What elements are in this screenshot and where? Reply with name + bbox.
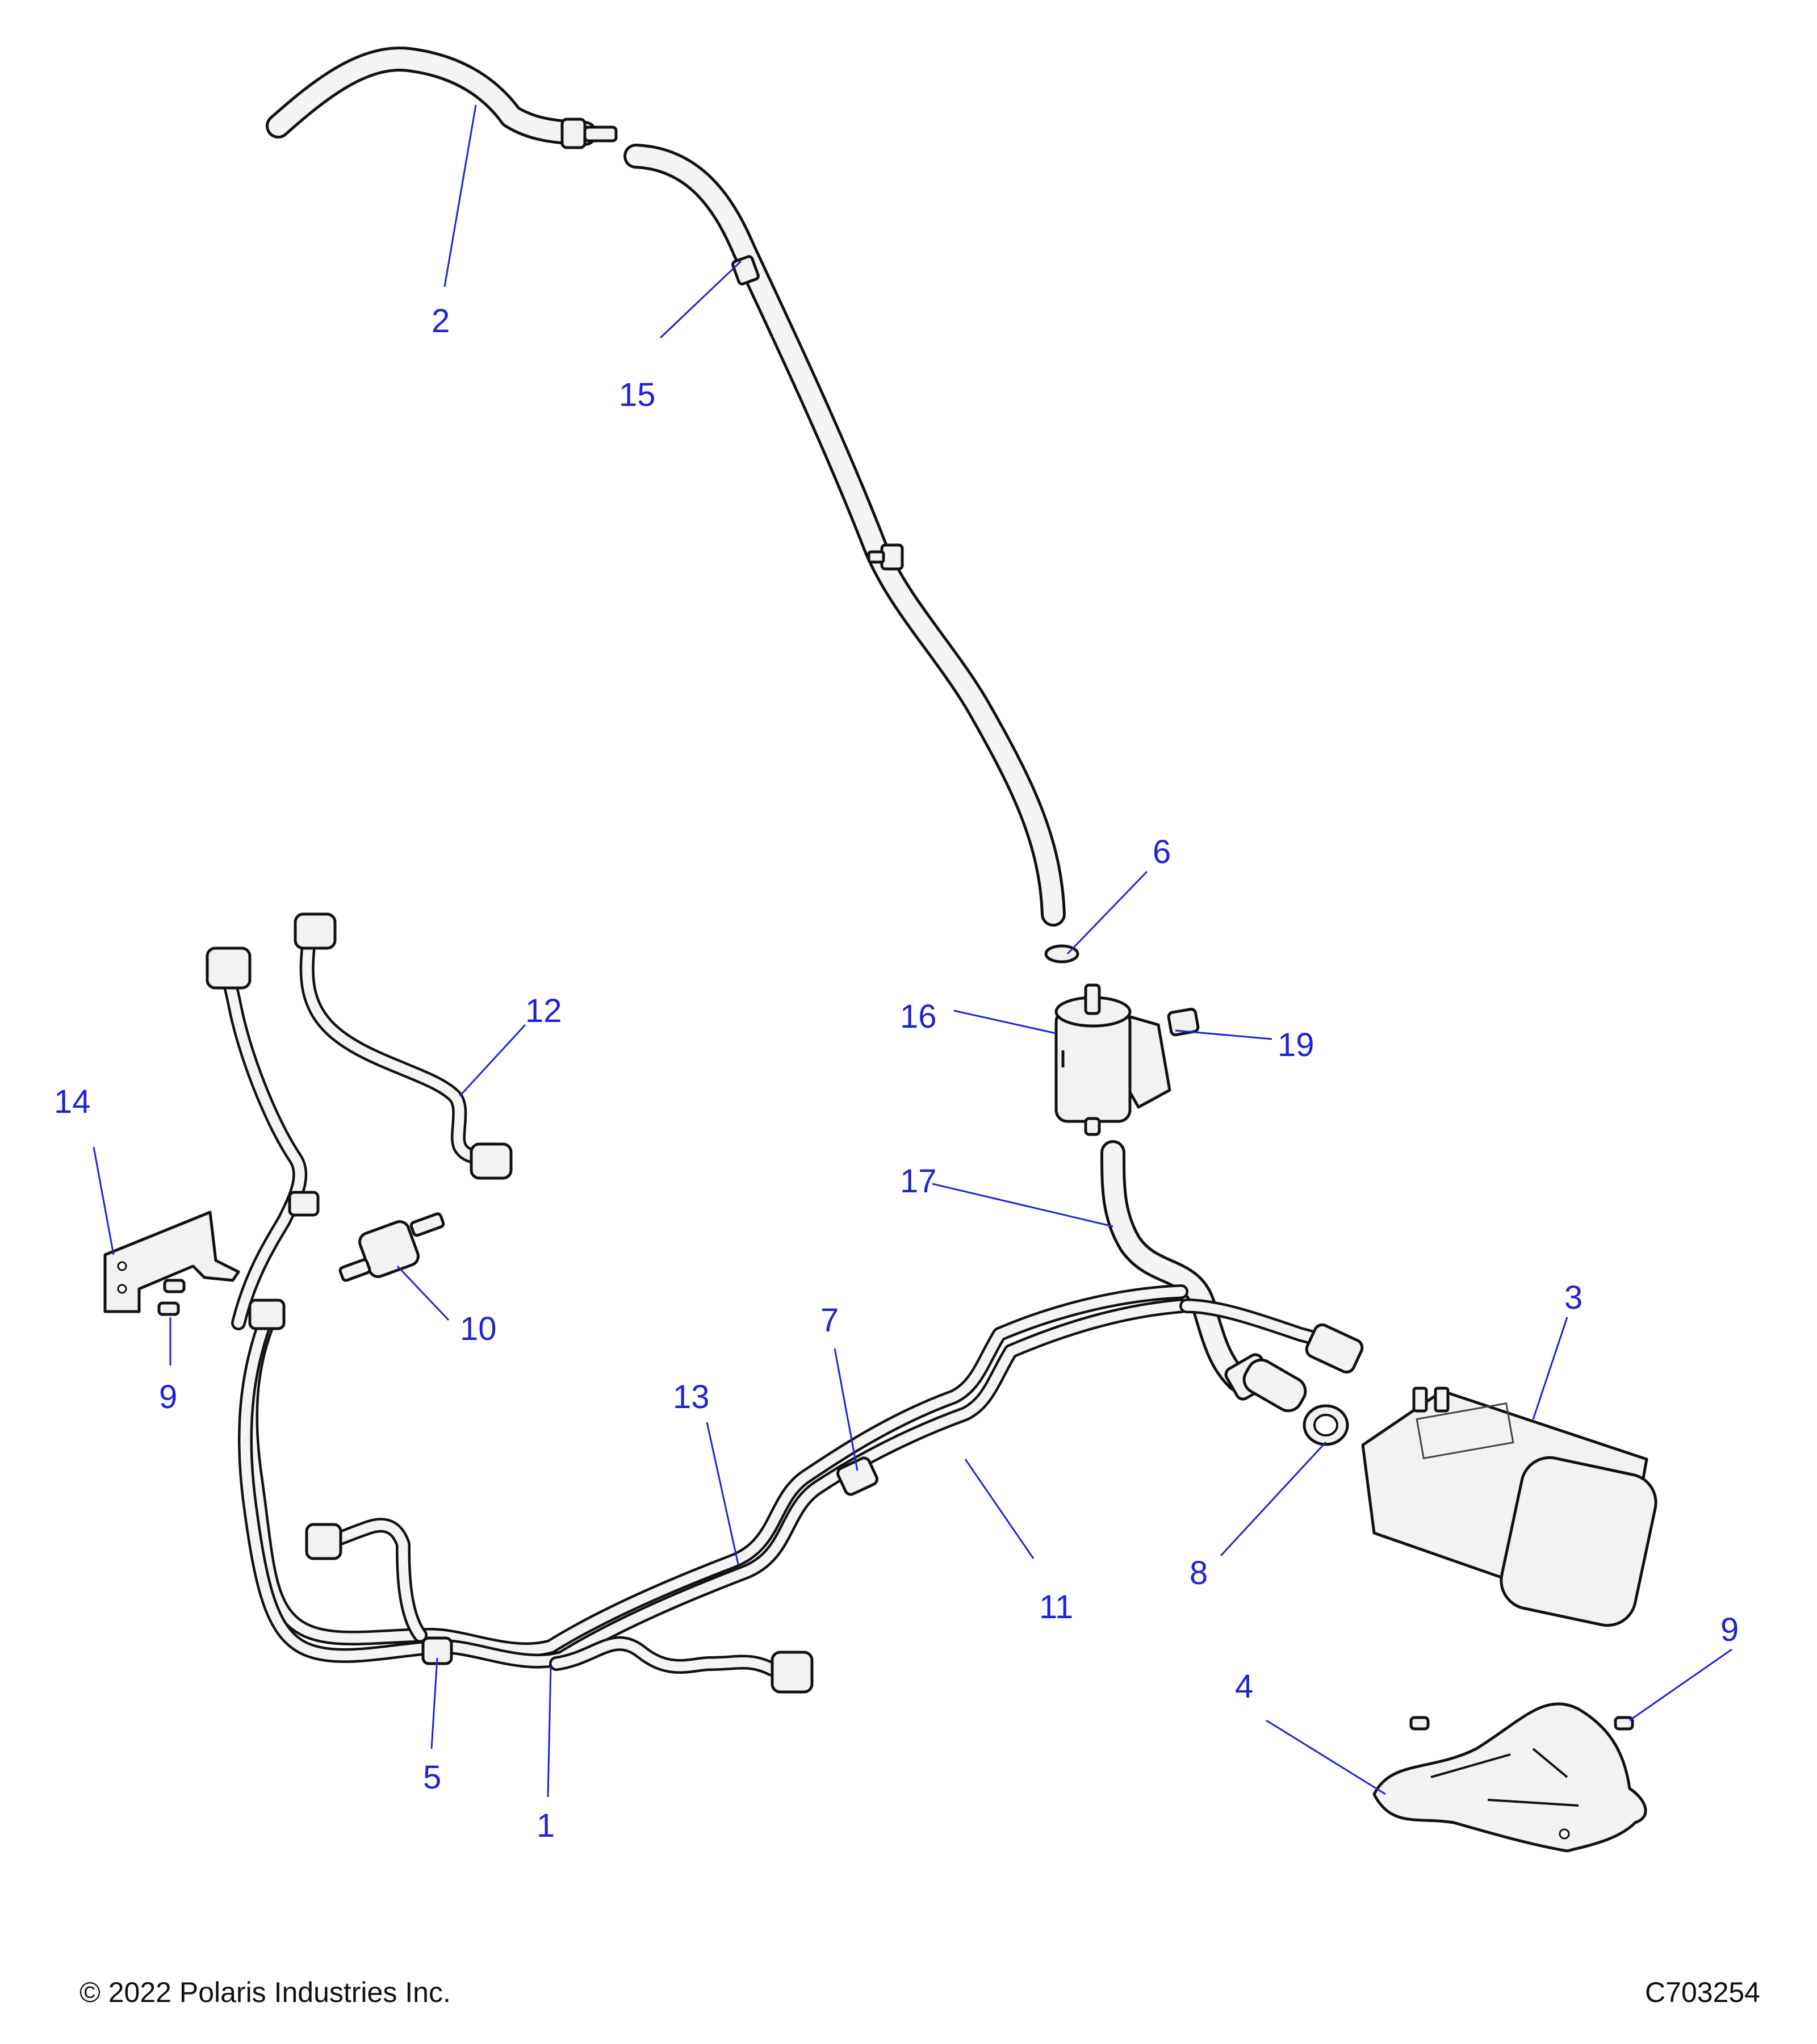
drawing-number: C703254 [1645, 1976, 1760, 2008]
fuel-lines [237, 1284, 1364, 1694]
callout-4: 4 [1235, 1668, 1253, 1705]
tube-12 [294, 912, 513, 1180]
callout-9a: 9 [159, 1379, 177, 1415]
screw-9-left [157, 1279, 186, 1316]
plate-4 [1372, 1702, 1647, 1853]
clamp-8 [1303, 1404, 1349, 1446]
callout-19: 19 [1278, 1027, 1314, 1063]
vent-hose-upper [266, 47, 618, 149]
callout-6: 6 [1153, 833, 1171, 870]
callout-16: 16 [900, 998, 937, 1035]
clamp-6 [1044, 944, 1079, 964]
callout-2: 2 [432, 303, 450, 340]
callout-8: 8 [1190, 1555, 1208, 1591]
callout-17: 17 [900, 1163, 937, 1200]
callout-10: 10 [460, 1310, 497, 1347]
line-clip-7 [836, 1456, 878, 1496]
callout-11: 11 [1039, 1589, 1073, 1626]
callout-12: 12 [525, 992, 562, 1029]
callout-labels: 2 15 6 16 19 12 17 14 10 9 3 7 13 11 8 9… [54, 303, 1739, 1844]
clip-19 [1167, 1007, 1200, 1037]
filter-16 [1054, 983, 1171, 1136]
screw-9-right [1409, 1716, 1634, 1731]
hose-17 [1100, 1140, 1307, 1413]
callout-5: 5 [423, 1759, 441, 1796]
callout-14: 14 [54, 1083, 91, 1120]
callout-3: 3 [1564, 1279, 1582, 1316]
vent-hose-long [623, 144, 1066, 927]
callout-15: 15 [619, 376, 656, 413]
callout-7: 7 [820, 1302, 839, 1339]
callout-9b: 9 [1720, 1611, 1739, 1648]
callout-13: 13 [673, 1379, 710, 1415]
canister-3 [1361, 1387, 1657, 1627]
valve-10 [338, 1212, 445, 1282]
leader-lines [93, 104, 1732, 1798]
fuel-line-left [206, 946, 320, 1330]
bracket-14 [103, 1211, 240, 1313]
copyright-notice: © 2022 Polaris Industries Inc. [79, 1976, 451, 2008]
callout-1: 1 [537, 1807, 555, 1844]
